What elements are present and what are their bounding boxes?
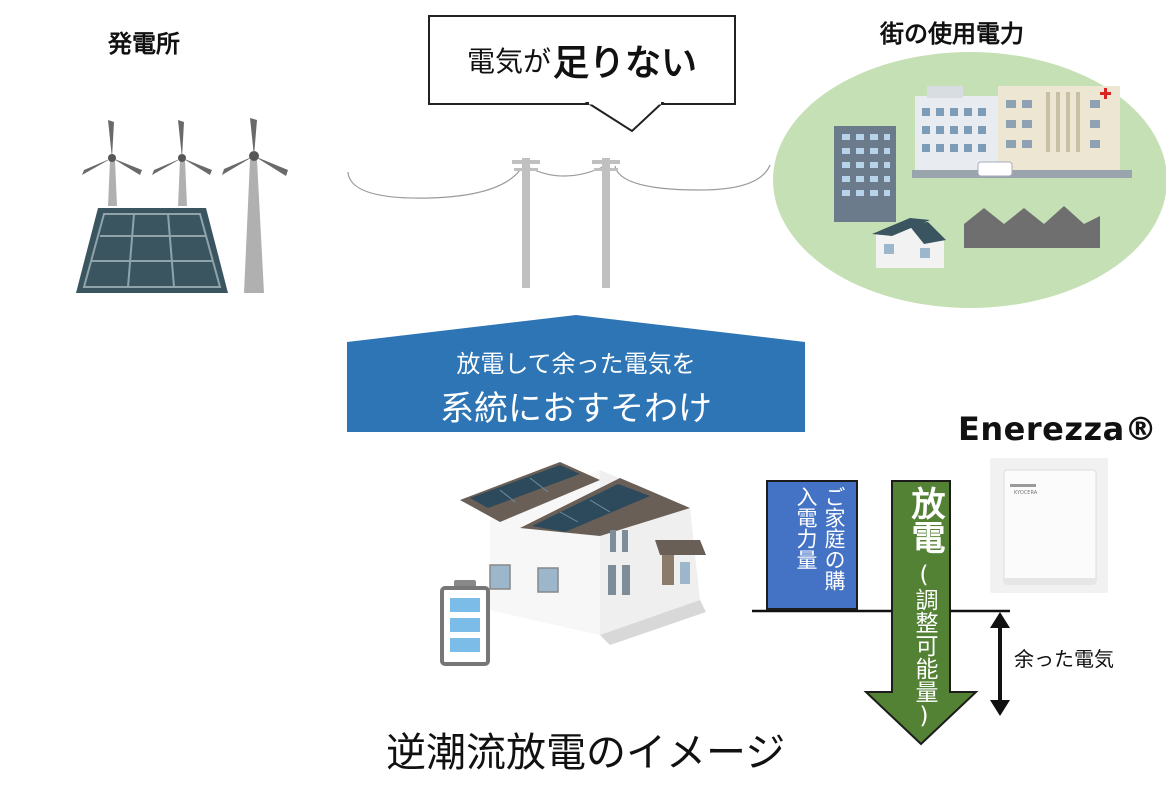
hospital-building-icon <box>912 86 1132 178</box>
shortage-prefix-text: 電気が <box>466 45 551 78</box>
utility-pole-icon <box>592 158 620 288</box>
power-line-icon <box>347 164 771 199</box>
purchase-power-text: ご家庭の購入電力量 <box>794 486 846 591</box>
main-house-icon <box>460 462 706 645</box>
storage-battery-product: KYOCERA <box>990 458 1108 593</box>
office-building-icon <box>834 126 896 222</box>
storage-battery-icon: KYOCERA <box>1003 469 1097 585</box>
brand-label: Enerezza® <box>958 410 1158 448</box>
shortage-speech-bubble: 電気が足りない <box>428 15 736 105</box>
solar-panel-icon <box>76 208 228 293</box>
discharge-arrow <box>863 480 979 746</box>
surplus-double-arrow <box>990 612 1010 716</box>
power-plant-label: 発電所 <box>108 30 180 58</box>
product-logo-text: KYOCERA <box>1014 490 1038 496</box>
purchase-power-box: ご家庭の購入電力量 <box>766 480 858 610</box>
wind-turbine-icon <box>82 120 142 206</box>
wind-turbine-icon <box>222 118 288 293</box>
surplus-label: 余った電気 <box>1014 647 1114 671</box>
banner-text: 放電して余った電気を 系統におすそわけ <box>347 340 805 432</box>
city-power-label: 街の使用電力 <box>880 20 1024 48</box>
discharge-adjustable-label: (調整可能量) <box>911 562 937 729</box>
surplus-banner <box>347 315 805 432</box>
wind-turbine-icon <box>152 120 212 206</box>
battery-icon <box>440 580 490 666</box>
house-icon <box>872 218 946 268</box>
discharge-label: 放電 <box>905 486 945 554</box>
factory-icon <box>964 206 1100 248</box>
diagram-caption: 逆潮流放電のイメージ <box>386 730 786 776</box>
utility-pole-icon <box>512 158 540 288</box>
shortage-emphasis-text: 足りない <box>553 43 698 84</box>
banner-line-2: 系統におすそわけ <box>440 389 712 429</box>
banner-line-1: 放電して余った電気を <box>456 350 696 378</box>
